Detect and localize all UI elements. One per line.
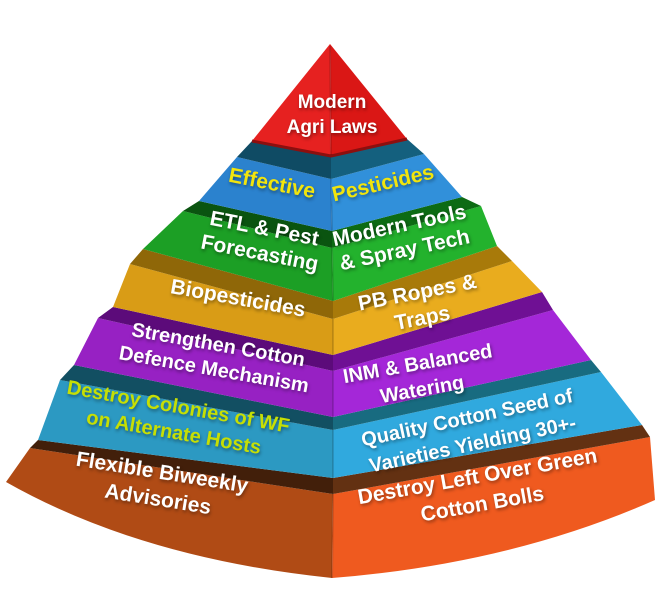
layer-blue-right-face	[331, 154, 462, 231]
layer-orange-top-lip-left	[30, 440, 333, 494]
layer-gold-top-lip-left	[130, 249, 333, 319]
front-corner-seams	[329, 45, 334, 579]
layer-green-top-lip-left	[183, 201, 332, 248]
layer-blue-top-lip-right	[331, 139, 424, 179]
layer-purple-left-face	[74, 318, 333, 417]
layer-red-right-face	[330, 44, 407, 156]
layer-green-top-lip-right	[332, 197, 481, 248]
layer-blue-top-lip-left	[237, 141, 331, 179]
layer-cyan-top-lip-right	[333, 360, 601, 430]
layer-orange-right-face	[332, 437, 655, 578]
layer-orange-top-lip-right	[333, 425, 650, 494]
label-line: Modern	[297, 92, 367, 113]
layer-blue-left-face	[199, 157, 332, 231]
layer-gold-right-face	[333, 261, 542, 355]
layer-cyan-left-face	[38, 380, 333, 478]
layer-cyan-right-face	[333, 372, 642, 478]
layer-gold-left-face	[113, 264, 333, 355]
layer-green-left-face	[143, 211, 333, 301]
layer-green-right-face	[332, 206, 497, 301]
layer-cyan-top-lip-left	[60, 365, 333, 430]
layer-purple-top-lip-right	[333, 292, 553, 371]
layer-purple-right-face	[333, 310, 591, 417]
layer-gold-top-lip-right	[333, 246, 512, 319]
layer-orange-left-face	[6, 448, 333, 578]
layer-red-base-edge	[251, 137, 408, 158]
label-modern-agri-laws: Modern Agri Laws	[262, 90, 402, 140]
layer-purple-top-lip-left	[98, 307, 333, 371]
label-line: Agri Laws	[286, 117, 378, 138]
layer-red-left-face	[252, 44, 331, 156]
